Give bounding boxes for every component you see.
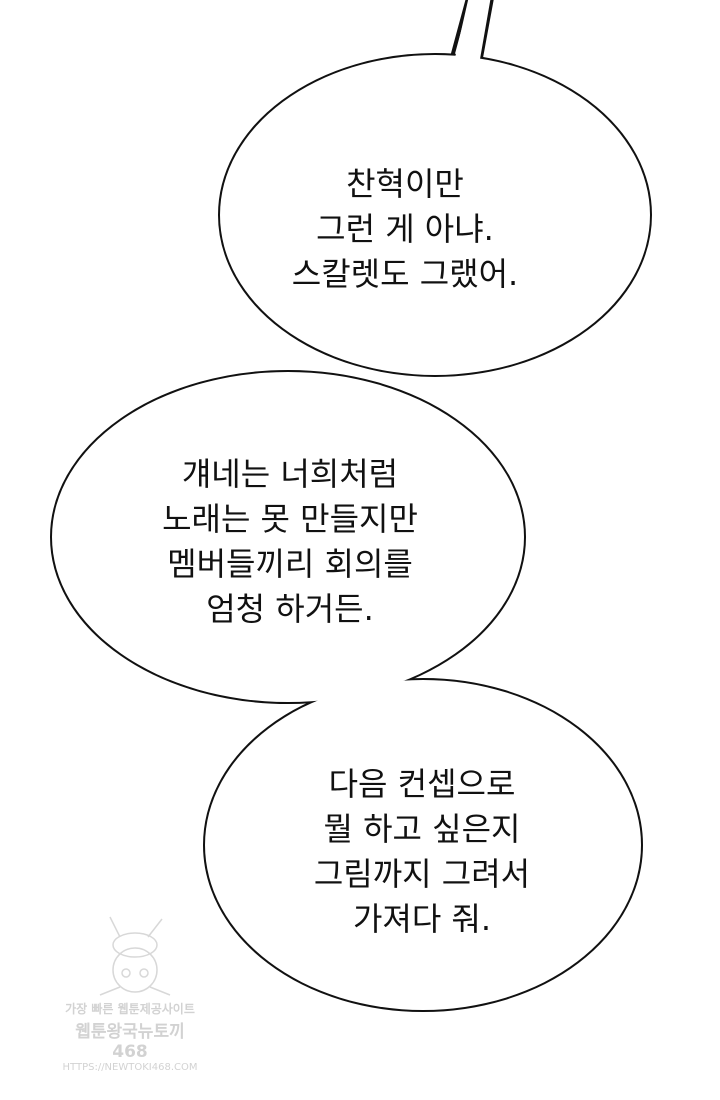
- watermark: 가장 빠른 웹툰제공사이트 웹툰왕국뉴토끼468 HTTPS://NEWTOKI…: [60, 1000, 200, 1073]
- speech-bubble-2-text: 걔네는 너희처럼 노래는 못 만들지만 멤버들끼리 회의를 엄청 하거든.: [162, 452, 418, 632]
- dialogue-line: 그림까지 그려서: [313, 855, 531, 893]
- dialogue-line: 그런 게 아냐.: [316, 210, 494, 248]
- dialogue-line: 걔네는 너희처럼: [181, 455, 399, 493]
- dialogue-line: 찬혁이만: [346, 165, 464, 203]
- speech-bubble-1-text: 찬혁이만 그런 게 아냐. 스칼렛도 그랬어.: [292, 162, 518, 297]
- dialogue-line: 엄청 하거든.: [206, 590, 374, 628]
- dialogue-line: 노래는 못 만들지만: [162, 500, 418, 538]
- dialogue-line: 멤버들끼리 회의를: [167, 545, 413, 583]
- speech-bubble-3-text: 다음 컨셉으로 뭘 하고 싶은지 그림까지 그려서 가져다 줘.: [314, 762, 530, 942]
- dialogue-line: 가져다 줘.: [352, 900, 492, 938]
- watermark-mascot-icon: [99, 916, 171, 996]
- dialogue-line: 스칼렛도 그랬어.: [291, 255, 519, 293]
- watermark-line: 웹툰왕국뉴토끼468: [75, 1022, 185, 1062]
- dialogue-line: 뭘 하고 싶은지: [323, 810, 521, 848]
- watermark-url: HTTPS://NEWTOKI468.COM: [62, 1062, 198, 1073]
- watermark-line: 가장 빠른 웹툰제공사이트: [65, 1002, 195, 1016]
- dialogue-line: 다음 컨셉으로: [328, 765, 516, 803]
